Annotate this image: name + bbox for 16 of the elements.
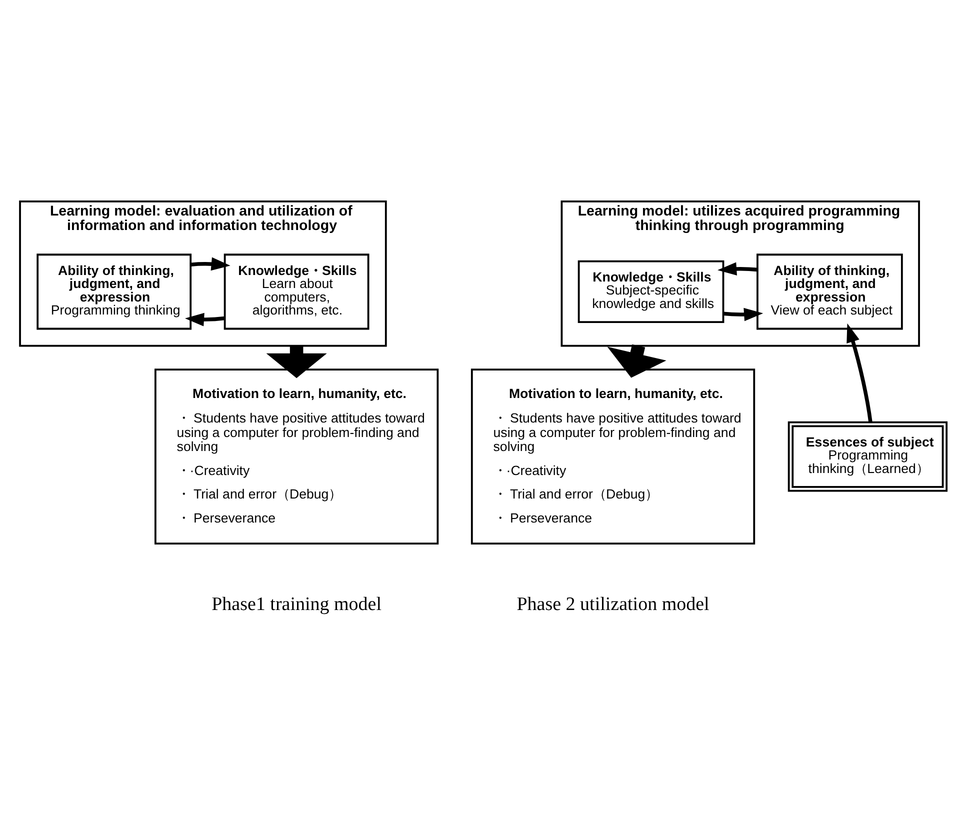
node-box: Essences of subject Programming thinking（Learned） (788, 421, 948, 492)
arrow (723, 308, 764, 322)
node-box: Motivation to learn, humanity, etc. ・ Students have positive attitudes toward using a computer for problem-finding and solving ・·Creativity ・ Trial and error（Debug） ・ Perseverance (154, 368, 439, 544)
arrow (190, 257, 230, 271)
node-box: Knowledge・Skills Subject-specific knowledge and skills (578, 260, 724, 324)
arrow (266, 346, 327, 378)
node-box: Knowledge・Skills Learn about computers, algorithms, etc. (224, 254, 370, 330)
arrow (846, 323, 872, 423)
arrow (184, 312, 225, 326)
arrow (718, 262, 758, 276)
node-box: Ability of thinking, judgment, and expression View of each subject (756, 254, 903, 330)
node-box: Motivation to learn, humanity, etc. ・ Students have positive attitudes toward using a computer for problem-finding and solving ・·Creativity ・ Trial and error（Debug） ・ Perseverance (470, 368, 756, 544)
label: Phase1 training model (212, 594, 382, 616)
arrow (607, 344, 666, 378)
label: Phase 2 utilization model (516, 594, 710, 616)
node-box: Ability of thinking, judgment, and expression Programming thinking (36, 254, 192, 330)
